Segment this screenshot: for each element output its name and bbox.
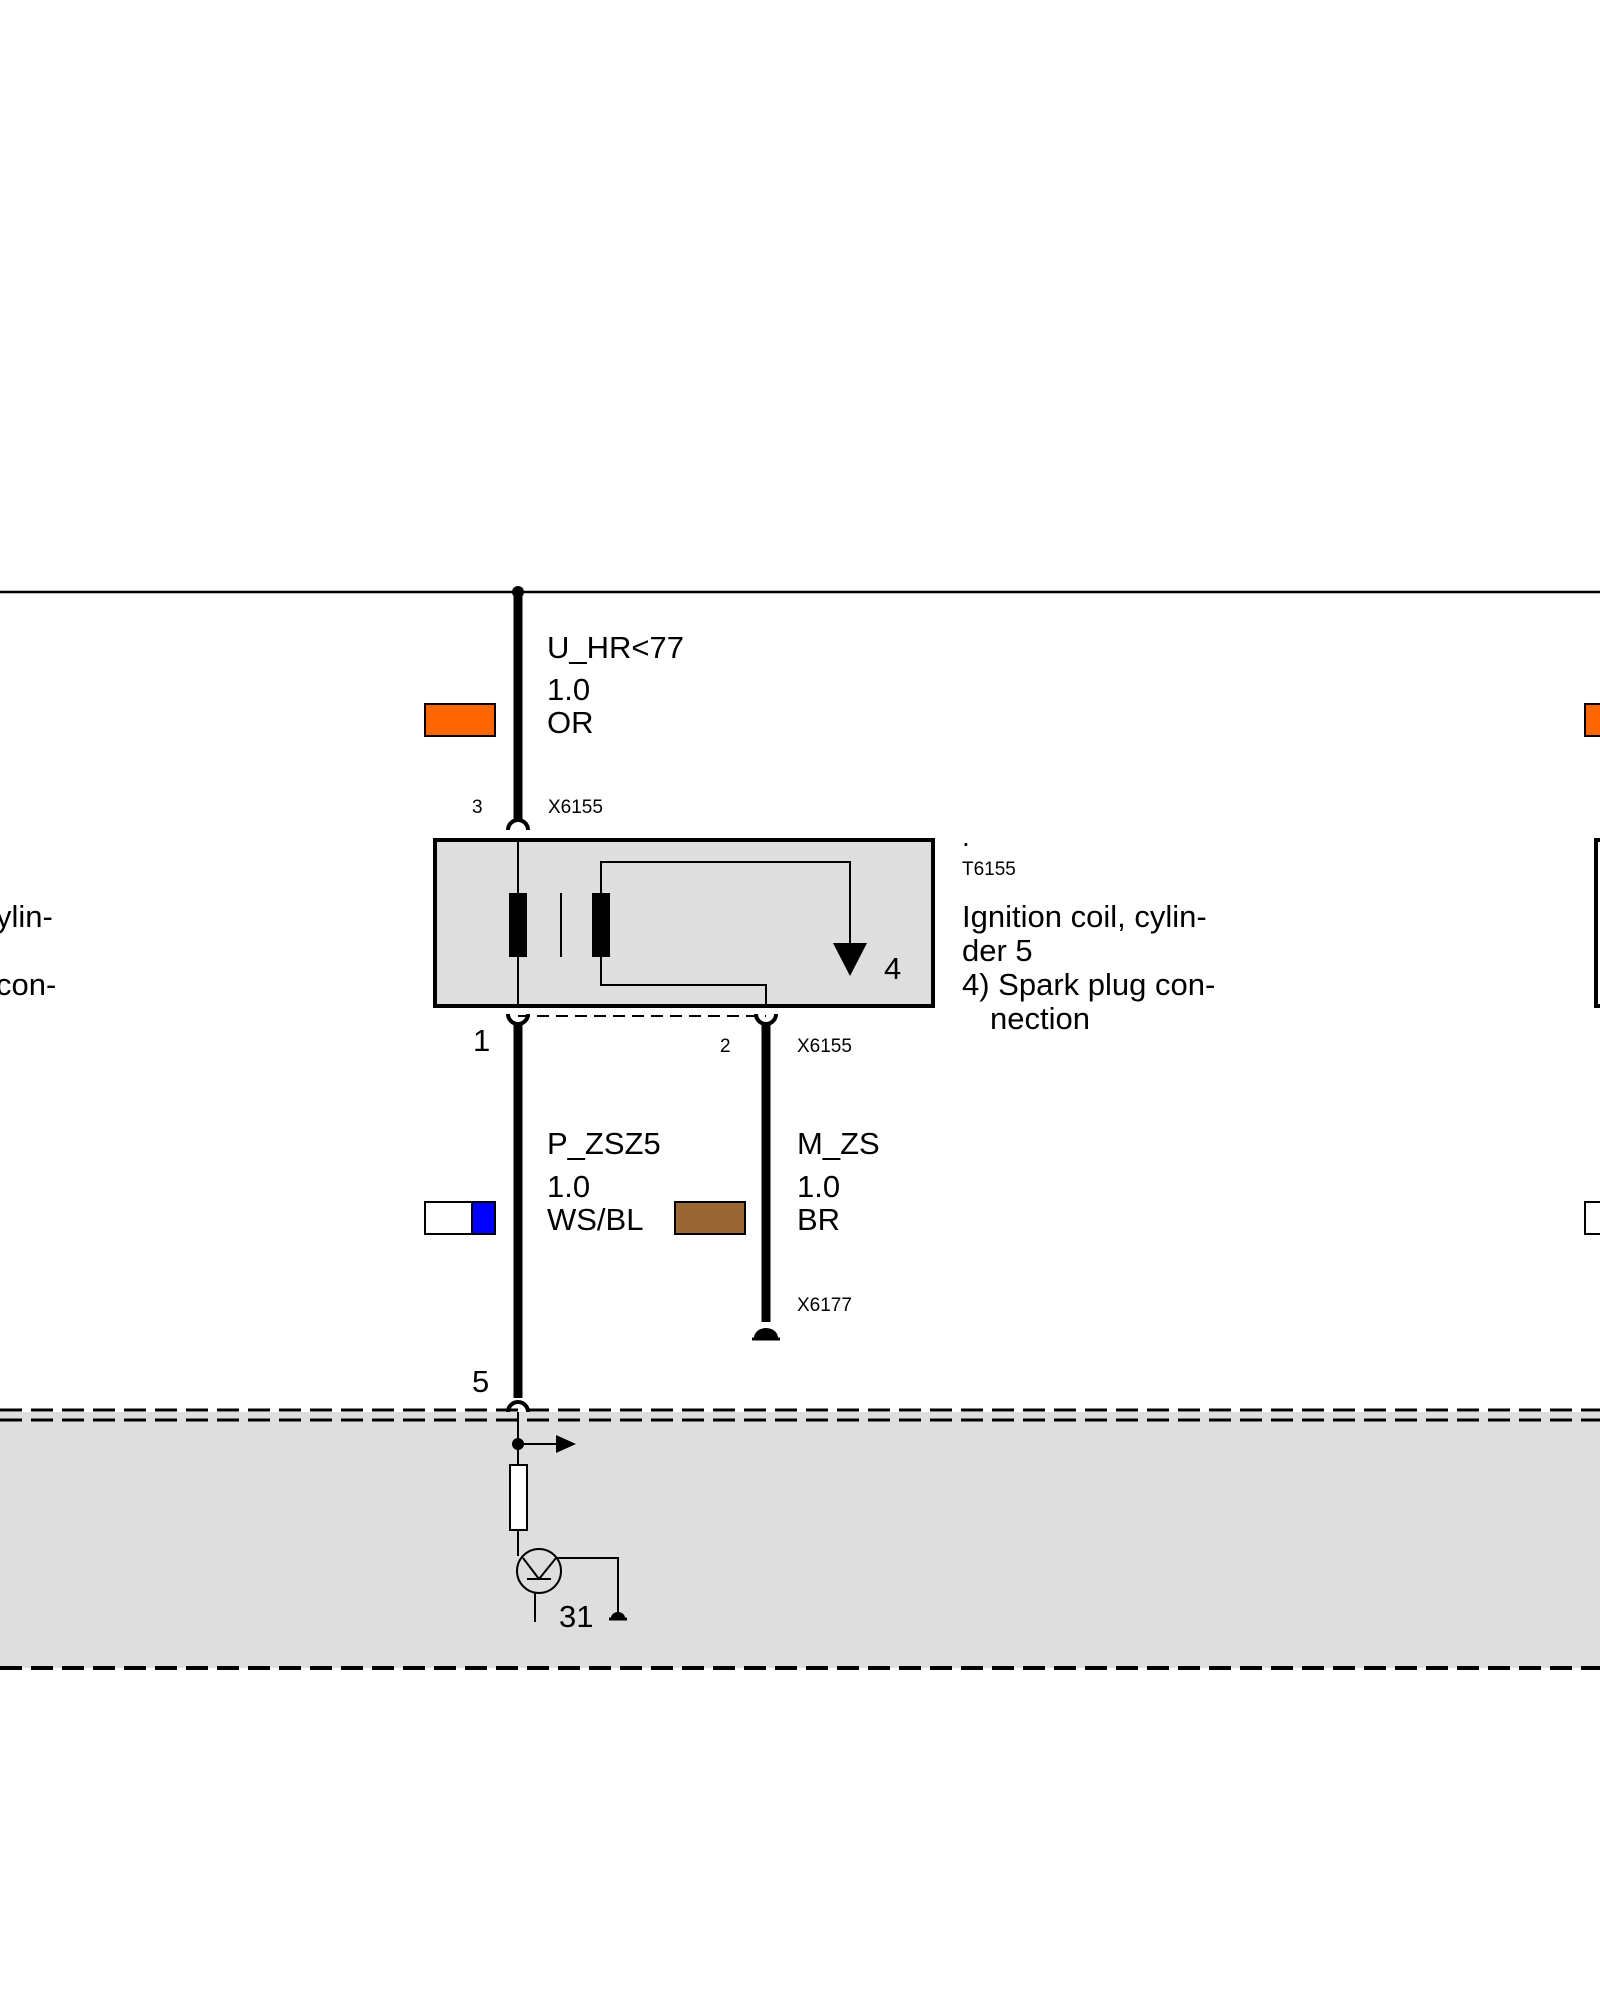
- component-id: T6155: [962, 859, 1016, 880]
- wire-left-cross-section: 1.0: [547, 1169, 590, 1204]
- neighbor-right-swatch-or: [1584, 703, 1600, 737]
- connector-top-pin: 3: [472, 797, 483, 818]
- transistor-collector: [538, 1557, 557, 1580]
- control-unit-pin: 5: [472, 1364, 489, 1399]
- ground-point-id: X6177: [797, 1295, 852, 1316]
- component-description-line-4: nection: [990, 1001, 1090, 1036]
- spark-plug-arrow-icon: [833, 943, 867, 976]
- wire-left-color-code: WS/BL: [547, 1202, 643, 1237]
- supply-wire-color-code: OR: [547, 705, 594, 740]
- wire-right-signal: M_ZS: [797, 1126, 880, 1161]
- supply-wire-signal: U_HR<77: [547, 630, 684, 665]
- wire-right-cross-section: 1.0: [797, 1169, 840, 1204]
- signal-out-arrow-icon: [556, 1435, 576, 1453]
- neighbor-left-description-line-1: ylin-: [0, 899, 53, 934]
- component-description-line-2: der 5: [962, 933, 1033, 968]
- resistor-icon: [509, 1464, 528, 1531]
- neighbor-left-description-line-2: con-: [0, 967, 56, 1002]
- control-unit-ground-label: 31: [559, 1599, 593, 1634]
- neighbor-right-component-edge: [1594, 838, 1600, 1008]
- transistor-ground-wire: [556, 1557, 619, 1614]
- component-description-line-1: Ignition coil, cylin-: [962, 899, 1207, 934]
- connector-bottom-pin-left: 1: [473, 1023, 490, 1058]
- primary-winding-icon: [509, 893, 527, 957]
- secondary-circuit-line: [600, 861, 851, 945]
- transistor-icon: [516, 1548, 562, 1594]
- control-unit-ground-icon: [611, 1612, 625, 1618]
- wire-color-swatch-bl: [471, 1201, 496, 1235]
- component-internal-pin: 4: [884, 951, 901, 986]
- wire-color-swatch-or: [424, 703, 496, 737]
- wire-color-swatch-ws: [424, 1201, 473, 1235]
- component-dot: .: [962, 821, 970, 852]
- control-unit-connector-symbol: [506, 1400, 530, 1413]
- component-description-line-3: 4) Spark plug con-: [962, 967, 1215, 1002]
- neighbor-right-swatch-ws: [1584, 1201, 1600, 1235]
- supply-wire-cross-section: 1.0: [547, 672, 590, 707]
- wire-left-signal: P_ZSZ5: [547, 1126, 661, 1161]
- wire-right-color-code: BR: [797, 1202, 840, 1237]
- ground-point-icon: [754, 1328, 778, 1338]
- connector-top-symbol: [506, 818, 530, 831]
- transistor-emitter: [522, 1557, 540, 1580]
- connector-top-id: X6155: [548, 797, 603, 818]
- secondary-return-line: [600, 957, 767, 1006]
- secondary-winding-icon: [592, 893, 610, 957]
- wire-color-swatch-br: [674, 1201, 746, 1235]
- connector-bottom-pin-right: 2: [720, 1036, 731, 1057]
- control-unit-box: [0, 1412, 1600, 1668]
- connector-bottom-id: X6155: [797, 1036, 852, 1057]
